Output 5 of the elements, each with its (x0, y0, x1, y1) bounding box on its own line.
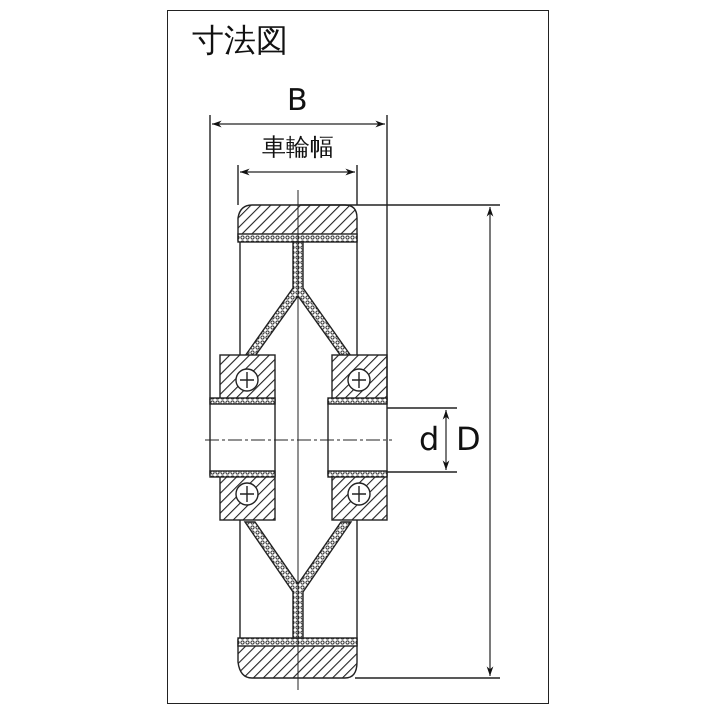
dimension-label: B (287, 86, 308, 116)
diagram-title: 寸法図 (192, 24, 288, 56)
dimension-label: D (456, 423, 481, 455)
dimension-label: 車輪幅 (262, 135, 334, 159)
dimension-label: d (419, 423, 440, 455)
